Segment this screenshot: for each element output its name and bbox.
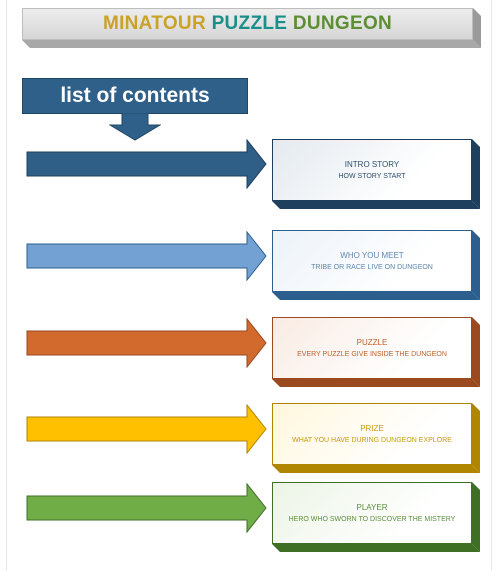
section-arrow-1 (26, 139, 267, 189)
section-card-5: PLAYER HERO WHO SWORN TO DISCOVER THE MIS… (272, 482, 482, 554)
title-banner-bevel (22, 8, 481, 48)
title-word-puzzle: PUZZLE (211, 13, 288, 34)
card-bevel (272, 482, 480, 552)
section-arrow-3 (26, 318, 267, 368)
section-card-face: PRIZE WHAT YOU HAVE DURING DUNGEON EXPLOR… (272, 403, 472, 465)
section-card-4: PRIZE WHAT YOU HAVE DURING DUNGEON EXPLOR… (272, 403, 482, 475)
section-card-face: PUZZLE EVERY PUZZLE GIVE INSIDE THE DUNGE… (272, 317, 472, 379)
section-title: PLAYER (356, 502, 388, 512)
section-arrow-4 (26, 404, 267, 454)
section-card-1: INTRO STORY HOW STORY START (272, 139, 482, 211)
card-bevel (272, 403, 480, 473)
title-banner: MINATOUR PUZZLE DUNGEON (22, 8, 481, 48)
section-title: PUZZLE (356, 337, 388, 347)
section-arrow-2 (26, 231, 267, 281)
section-title: INTRO STORY (344, 159, 400, 169)
section-subtitle: TRIBE OR RACE LIVE ON DUNGEON (311, 263, 433, 271)
page-border (6, 0, 492, 571)
page-title: MINATOUR PUZZLE DUNGEON (22, 8, 473, 40)
card-bevel (272, 317, 480, 387)
section-card-3: PUZZLE EVERY PUZZLE GIVE INSIDE THE DUNGE… (272, 317, 482, 389)
section-arrow-5 (26, 483, 267, 533)
section-title: WHO YOU MEET (340, 250, 404, 260)
section-title: PRIZE (360, 423, 384, 433)
card-bevel (272, 230, 480, 300)
title-word-minatour: MINATOUR (102, 13, 206, 34)
section-subtitle: EVERY PUZZLE GIVE INSIDE THE DUNGEON (297, 350, 447, 358)
section-card-face: PLAYER HERO WHO SWORN TO DISCOVER THE MIS… (272, 482, 472, 544)
list-of-contents-heading: list of contents (22, 78, 248, 114)
section-subtitle: HERO WHO SWORN TO DISCOVER THE MISTERY (288, 515, 456, 523)
title-word-dungeon: DUNGEON (292, 13, 393, 34)
section-subtitle: HOW STORY START (338, 172, 406, 180)
section-card-face: INTRO STORY HOW STORY START (272, 139, 472, 201)
card-bevel (272, 139, 480, 209)
section-card-face: WHO YOU MEET TRIBE OR RACE LIVE ON DUNGEO… (272, 230, 472, 292)
section-card-2: WHO YOU MEET TRIBE OR RACE LIVE ON DUNGEO… (272, 230, 482, 302)
down-arrow-icon (109, 113, 161, 141)
section-subtitle: WHAT YOU HAVE DURING DUNGEON EXPLORE (292, 436, 452, 444)
